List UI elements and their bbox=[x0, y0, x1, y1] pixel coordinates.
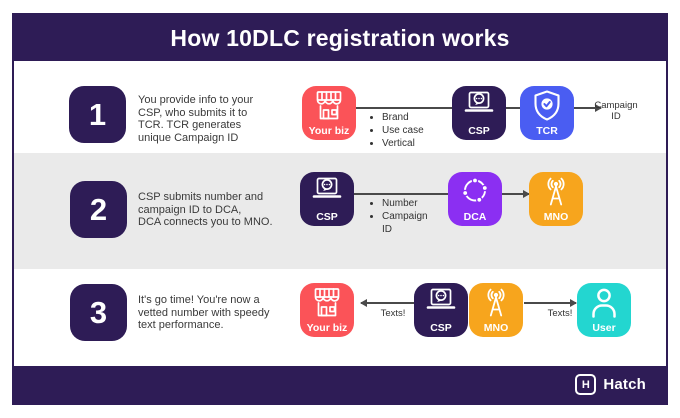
step-1-bullet-list: Brand Use case Vertical bbox=[368, 111, 452, 150]
connector-csp-dca bbox=[354, 193, 448, 195]
node-csp-2: CSP bbox=[300, 172, 354, 226]
node-label: MNO bbox=[483, 322, 509, 334]
node-tcr: TCR bbox=[520, 86, 574, 140]
node-label: TCR bbox=[536, 125, 558, 137]
texts-label-right: Texts! bbox=[547, 308, 573, 319]
laptop-chat-icon bbox=[452, 89, 506, 122]
arrowhead-right-icon bbox=[523, 189, 530, 198]
node-label: Your biz bbox=[308, 125, 350, 137]
campaign-id-output-label: Campaign ID bbox=[594, 100, 638, 122]
arrow-csp-yourbiz bbox=[360, 298, 414, 307]
arrowhead-left-icon bbox=[360, 298, 367, 307]
arrow-tcr-campaign-id bbox=[574, 103, 602, 112]
step-2-bullet-list: Number Campaign ID bbox=[368, 197, 440, 236]
node-dca: DCA bbox=[448, 172, 502, 226]
node-label: User bbox=[592, 322, 616, 334]
node-label: DCA bbox=[463, 211, 487, 223]
page-title: How 10DLC registration works bbox=[170, 24, 510, 51]
node-csp-1: CSP bbox=[452, 86, 506, 140]
texts-label-left: Texts! bbox=[380, 308, 406, 319]
node-your-biz-3: Your biz bbox=[300, 283, 354, 337]
storefront-icon bbox=[300, 286, 354, 319]
step-2-description: CSP submits number and campaign ID to DC… bbox=[138, 191, 273, 229]
step-3-number: 3 bbox=[89, 294, 108, 330]
network-icon bbox=[448, 175, 502, 208]
arrow-mno-user bbox=[524, 298, 577, 307]
step-3-description: It's go time! You're now a vetted number… bbox=[138, 294, 270, 332]
hatch-h-icon: H bbox=[575, 374, 597, 395]
bullet-item: Use case bbox=[382, 124, 452, 137]
laptop-chat-icon bbox=[414, 286, 468, 319]
step-3-badge: 3 bbox=[70, 284, 127, 341]
step-1-description: You provide info to your CSP, who submit… bbox=[138, 94, 254, 144]
header-bar: How 10DLC registration works bbox=[14, 15, 666, 61]
arrowhead-right-icon bbox=[595, 103, 602, 112]
node-label: Your biz bbox=[306, 322, 348, 334]
brand-name: Hatch bbox=[603, 376, 646, 393]
node-mno-2: MNO bbox=[529, 172, 583, 226]
shield-check-icon bbox=[520, 89, 574, 122]
bullet-item: Campaign ID bbox=[382, 210, 440, 236]
laptop-chat-icon bbox=[300, 175, 354, 208]
node-label: MNO bbox=[543, 211, 569, 223]
step-1-badge: 1 bbox=[69, 86, 126, 143]
node-label: CSP bbox=[316, 211, 338, 223]
content-area: 1 You provide info to your CSP, who subm… bbox=[14, 61, 666, 366]
step-1-number: 1 bbox=[88, 96, 107, 132]
infographic-card: How 10DLC registration works 1 You provi… bbox=[12, 13, 668, 405]
node-csp-3: CSP bbox=[414, 283, 468, 337]
node-user: User bbox=[577, 283, 631, 337]
connector-yourbiz-csp bbox=[356, 107, 452, 109]
arrowhead-right-icon bbox=[570, 298, 577, 307]
node-mno-3: MNO bbox=[469, 283, 523, 337]
step-2-badge: 2 bbox=[70, 181, 127, 238]
arrow-dca-mno bbox=[502, 189, 530, 198]
node-label: CSP bbox=[468, 125, 490, 137]
storefront-icon bbox=[302, 89, 356, 122]
node-your-biz-1: Your biz bbox=[302, 86, 356, 140]
connector-csp-tcr bbox=[506, 107, 520, 109]
antenna-icon bbox=[469, 286, 523, 319]
node-label: CSP bbox=[430, 322, 452, 334]
bullet-item: Number bbox=[382, 197, 440, 210]
person-icon bbox=[577, 286, 631, 319]
bullet-item: Brand bbox=[382, 111, 452, 124]
footer-bar: H Hatch bbox=[14, 366, 666, 403]
step-2-number: 2 bbox=[89, 191, 108, 227]
bullet-item: Vertical bbox=[382, 137, 452, 150]
antenna-icon bbox=[529, 175, 583, 208]
